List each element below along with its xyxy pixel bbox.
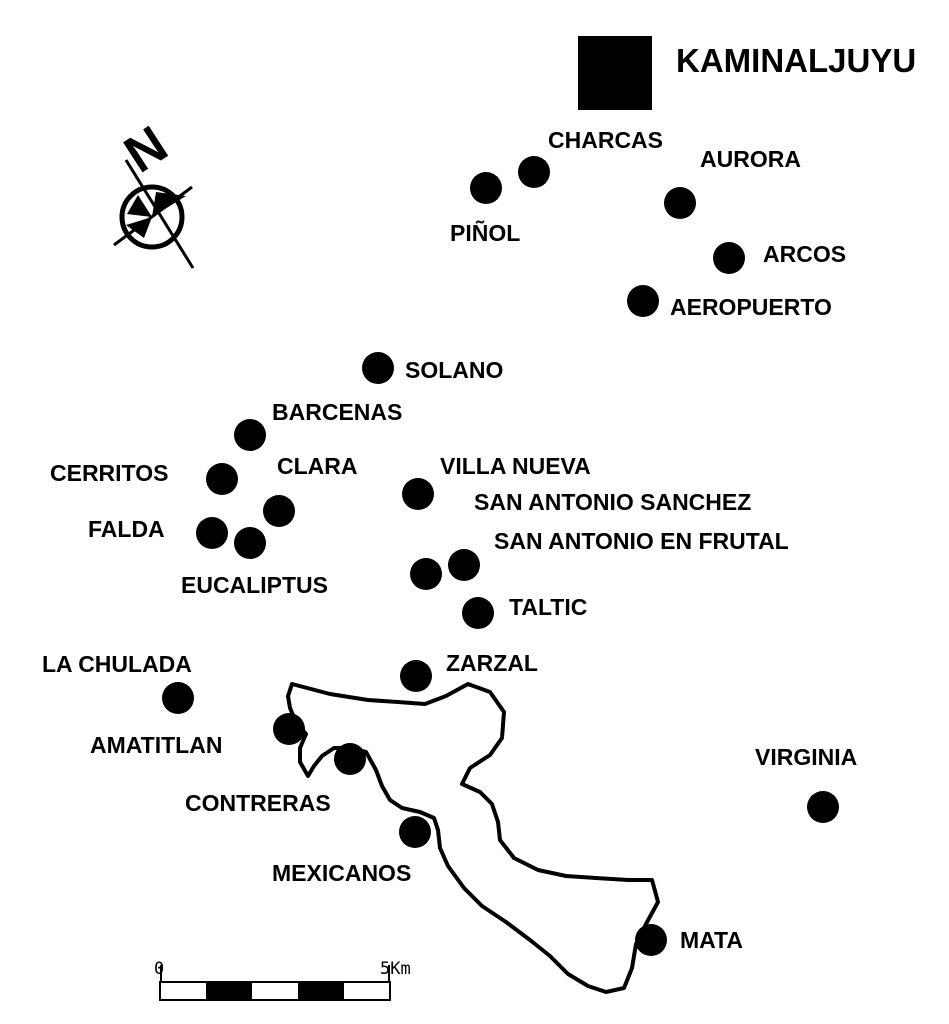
site-label-la-chulada: LA CHULADA (42, 651, 192, 677)
site-label-solano: SOLANO (405, 357, 503, 383)
site-dot-virginia (807, 791, 839, 823)
site-label-cerritos: CERRITOS (50, 460, 168, 486)
site-dot-san-antonio-sanchez (448, 549, 480, 581)
scale-bar: 0 5Km (154, 959, 411, 1001)
site-label-arcos: ARCOS (763, 241, 846, 267)
site-dot-amatitlan (273, 713, 305, 745)
site-label-falda: FALDA (88, 516, 165, 542)
site-dot-mata (635, 924, 667, 956)
lake-amatitlan-outline (286, 682, 660, 994)
site-label-contreras: CONTRERAS (185, 790, 331, 816)
site-label-mexicanos: MEXICANOS (272, 860, 411, 886)
site-label-eucaliptus: EUCALIPTUS (181, 572, 328, 598)
site-dot-aurora (664, 187, 696, 219)
site-dot-la-chulada (162, 682, 194, 714)
site-label-barcenas: BARCENAS (272, 399, 402, 425)
site-label-san-antonio-en-frutal: SAN ANTONIO EN FRUTAL (494, 528, 789, 554)
site-dot-clara (263, 495, 295, 527)
map-title: KAMINALJUYU (676, 42, 916, 79)
site-dot-falda (196, 517, 228, 549)
site-dot-arcos (713, 242, 745, 274)
north-arrow-icon: N (113, 115, 195, 269)
site-dot-eucaliptus (234, 527, 266, 559)
site-label-charcas: CHARCAS (548, 127, 663, 153)
site-dot-san-antonio-en-frutal (410, 558, 442, 590)
site-dot-zarzal (400, 660, 432, 692)
site-dot-barcenas (234, 419, 266, 451)
site-label-san-antonio-sanchez: SAN ANTONIO SANCHEZ (474, 489, 751, 515)
kaminaljuyu-marker (578, 36, 652, 110)
site-label-villa-nueva: VILLA NUEVA (440, 453, 591, 479)
site-dot-charcas (518, 156, 550, 188)
site-label-pinol: PIÑOL (450, 219, 520, 246)
site-dot-taltic (462, 597, 494, 629)
site-dot-mexicanos (399, 816, 431, 848)
site-dot-cerritos (206, 463, 238, 495)
site-dot-villa-nueva (402, 478, 434, 510)
site-label-zarzal: ZARZAL (446, 650, 538, 676)
scale-end-label: 5Km (380, 959, 411, 979)
site-dot-contreras (334, 743, 366, 775)
site-label-aurora: AURORA (700, 146, 801, 172)
scale-start-label: 0 (154, 959, 164, 979)
site-label-mata: MATA (680, 927, 743, 953)
site-label-clara: CLARA (277, 453, 358, 479)
site-label-taltic: TALTIC (509, 594, 587, 620)
site-label-aeropuerto: AEROPUERTO (670, 294, 832, 320)
site-dot-pinol (470, 172, 502, 204)
site-label-virginia: VIRGINIA (755, 744, 857, 770)
site-label-amatitlan: AMATITLAN (90, 732, 222, 758)
site-dot-aeropuerto (627, 285, 659, 317)
north-label: N (115, 115, 178, 184)
site-dot-solano (362, 352, 394, 384)
